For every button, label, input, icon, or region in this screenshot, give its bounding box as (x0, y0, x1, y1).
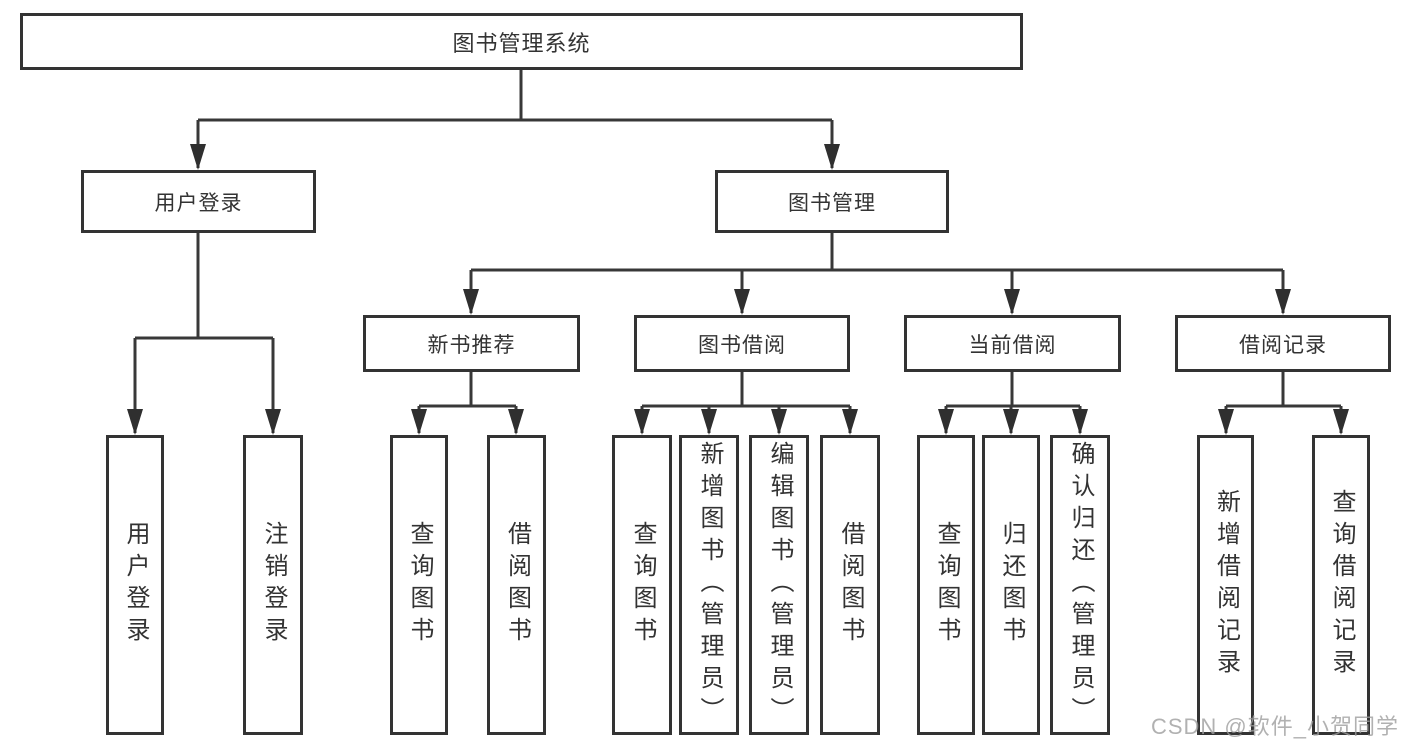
leaf-query-borrow-record: 查询借阅记录 (1312, 435, 1370, 735)
arrow-icon (127, 409, 143, 435)
arrow-icon (1218, 409, 1234, 435)
leaf-label: 新增图书（管理员） (696, 441, 723, 729)
node-library-system: 图书管理系统 (20, 13, 1023, 70)
leaf-label: 归还图书 (998, 521, 1025, 649)
arrow-icon (411, 409, 427, 435)
arrow-icon (824, 144, 840, 170)
leaf-query-books-borrow: 查询图书 (612, 435, 672, 735)
leaf-edit-books-admin: 编辑图书（管理员） (749, 435, 809, 735)
leaf-add-borrow-record: 新增借阅记录 (1197, 435, 1254, 735)
leaf-label: 查询借阅记录 (1328, 489, 1355, 681)
leaf-user-login: 用户登录 (106, 435, 164, 735)
arrowheads (127, 144, 1349, 435)
leaf-add-books-admin: 新增图书（管理员） (679, 435, 739, 735)
connector-borrow-records (1224, 372, 1343, 433)
arrow-icon (265, 409, 281, 435)
leaf-label: 查询图书 (933, 521, 960, 649)
arrow-icon (634, 409, 650, 435)
arrow-icon (1275, 289, 1291, 315)
arrow-icon (938, 409, 954, 435)
arrow-icon (463, 289, 479, 315)
arrow-icon (1333, 409, 1349, 435)
node-book-borrow: 图书借阅 (634, 315, 850, 372)
node-new-book-recommend: 新书推荐 (363, 315, 580, 372)
arrow-icon (1003, 409, 1019, 435)
arrow-icon (701, 409, 717, 435)
leaf-query-books-recommend: 查询图书 (390, 435, 448, 735)
leaf-borrow-books-recommend: 借阅图书 (487, 435, 546, 735)
arrow-icon (1072, 409, 1088, 435)
leaf-logout: 注销登录 (243, 435, 303, 735)
leaf-confirm-return-admin: 确认归还（管理员） (1050, 435, 1110, 735)
leaf-borrow-books: 借阅图书 (820, 435, 880, 735)
leaf-label: 借阅图书 (503, 521, 531, 649)
leaf-label: 查询图书 (406, 521, 433, 649)
leaf-label: 用户登录 (122, 521, 149, 649)
connector-user-login (133, 233, 275, 433)
connector-root (196, 70, 834, 168)
leaf-label: 新增借阅记录 (1212, 489, 1240, 681)
node-current-borrow: 当前借阅 (904, 315, 1121, 372)
leaf-query-books-current: 查询图书 (917, 435, 975, 735)
leaf-label: 注销登录 (260, 521, 287, 649)
leaf-return-books: 归还图书 (982, 435, 1040, 735)
leaf-label: 确认归还（管理员） (1067, 441, 1094, 729)
leaf-label: 编辑图书（管理员） (766, 441, 793, 729)
connector-book-borrow (640, 372, 852, 433)
arrow-icon (508, 409, 524, 435)
arrow-icon (771, 409, 787, 435)
leaf-label: 查询图书 (629, 521, 656, 649)
connector-book-mgmt (469, 233, 1285, 313)
connector-new-book (417, 372, 518, 433)
node-user-login: 用户登录 (81, 170, 316, 233)
arrow-icon (1004, 289, 1020, 315)
arrow-icon (190, 144, 206, 170)
arrow-icon (842, 409, 858, 435)
leaf-label: 借阅图书 (837, 521, 864, 649)
arrow-icon (734, 289, 750, 315)
node-borrow-records: 借阅记录 (1175, 315, 1391, 372)
node-book-management: 图书管理 (715, 170, 949, 233)
